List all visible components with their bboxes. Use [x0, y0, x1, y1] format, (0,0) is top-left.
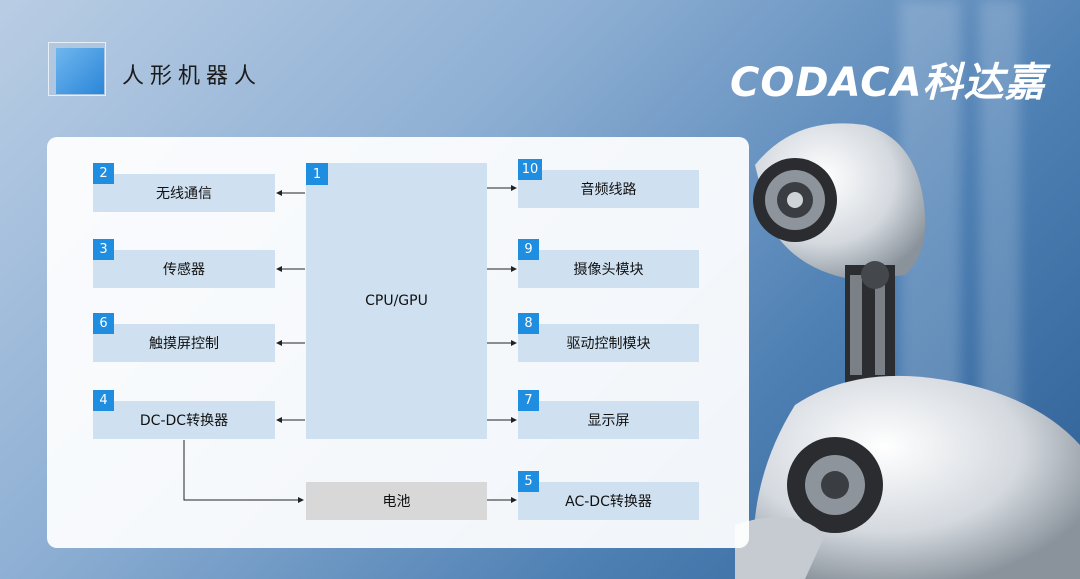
badge-1: 1: [306, 163, 328, 185]
cpu-gpu-label: CPU/GPU: [365, 293, 428, 309]
brand-logo: CODACA科达嘉: [730, 60, 1046, 106]
dcdc-label: DC-DC转换器: [139, 413, 229, 429]
badge-10: 10: [518, 159, 542, 180]
wireless-label: 无线通信: [156, 186, 212, 202]
display-label: 显示屏: [587, 413, 630, 429]
audio-box: 音频线路: [518, 170, 699, 208]
camera-box: 摄像头模块: [518, 250, 699, 288]
touchscreen-box: 触摸屏控制: [93, 324, 275, 362]
drive-control-label: 驱动控制模块: [566, 336, 651, 352]
badge-8: 8: [518, 313, 539, 334]
badge-5: 5: [518, 471, 539, 492]
display-box: 显示屏: [518, 401, 699, 439]
badge-6: 6: [93, 313, 114, 334]
connector-dcdc-to-battery: [183, 440, 304, 503]
badge-9: 9: [518, 239, 539, 260]
cpu-gpu-box: CPU/GPU: [306, 163, 487, 439]
sensor-label: 传感器: [163, 262, 205, 278]
badge-2: 2: [93, 163, 114, 184]
title-decoration-square: [56, 48, 104, 94]
badge-3: 3: [93, 239, 114, 260]
page-title: 人形机器人: [122, 64, 263, 89]
battery-box: 电池: [306, 482, 487, 520]
sensor-box: 传感器: [93, 250, 275, 288]
camera-label: 摄像头模块: [573, 262, 644, 278]
robot-illustration: [735, 123, 1080, 579]
drive-control-box: 驱动控制模块: [518, 324, 699, 362]
badge-4: 4: [93, 390, 114, 411]
dcdc-box: DC-DC转换器: [93, 401, 275, 439]
battery-label: 电池: [382, 494, 411, 510]
acdc-label: AC-DC转换器: [565, 494, 652, 510]
audio-label: 音频线路: [580, 182, 637, 198]
acdc-box: AC-DC转换器: [518, 482, 699, 520]
touchscreen-label: 触摸屏控制: [149, 336, 219, 352]
badge-7: 7: [518, 390, 539, 411]
title-decoration-outline: [48, 42, 106, 96]
wireless-box: 无线通信: [93, 174, 275, 212]
